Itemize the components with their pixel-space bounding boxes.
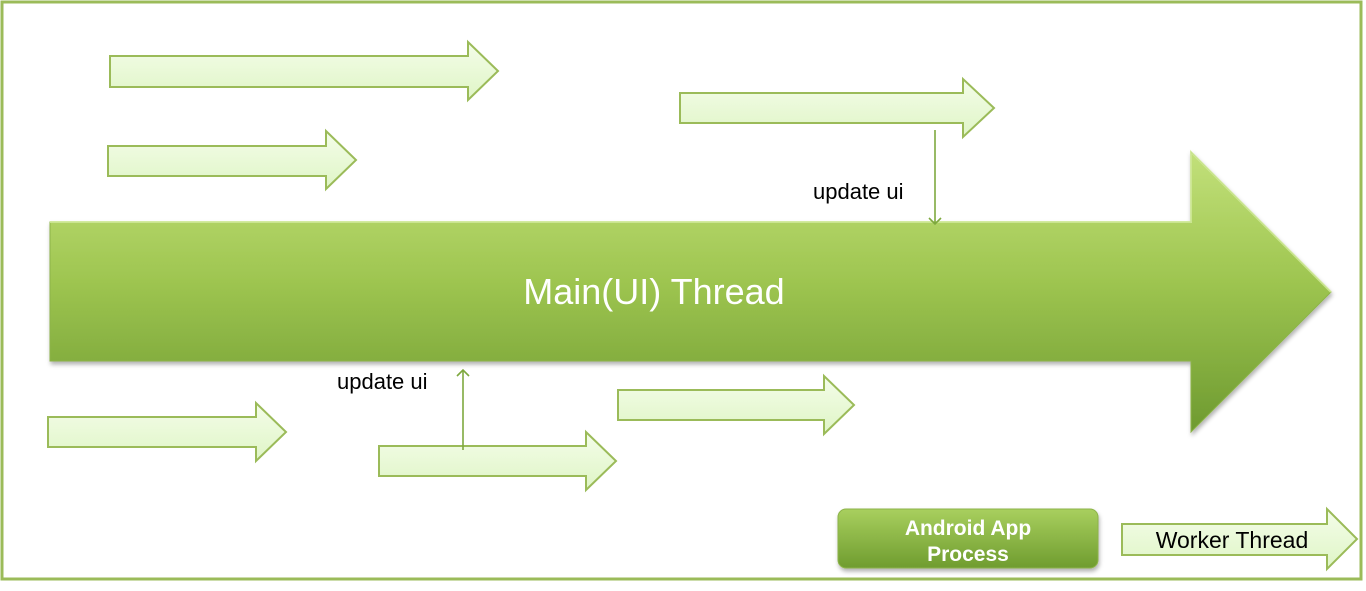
worker-thread-arrow-3: [679, 76, 996, 140]
main-thread-arrow: [49, 149, 1332, 434]
legend-process-label-line-1: Android App: [905, 517, 1031, 540]
legend-process-label-line-2: Process: [927, 543, 1009, 566]
legend-worker-arrow: [1121, 506, 1359, 572]
legend-process-box: [837, 508, 1099, 569]
legend-worker-label: Worker Thread: [1156, 527, 1309, 553]
worker-thread-arrow-2: [107, 128, 358, 192]
worker-thread-arrow-4: [47, 400, 288, 464]
update-ui-label-bottom: update ui: [337, 369, 428, 394]
worker-thread-arrow-1: [109, 39, 500, 103]
update-ui-label-top: update ui: [813, 179, 904, 204]
main-thread-label: Main(UI) Thread: [523, 271, 784, 312]
worker-thread-arrow-6: [617, 373, 856, 437]
worker-thread-arrow-5: [378, 429, 618, 493]
